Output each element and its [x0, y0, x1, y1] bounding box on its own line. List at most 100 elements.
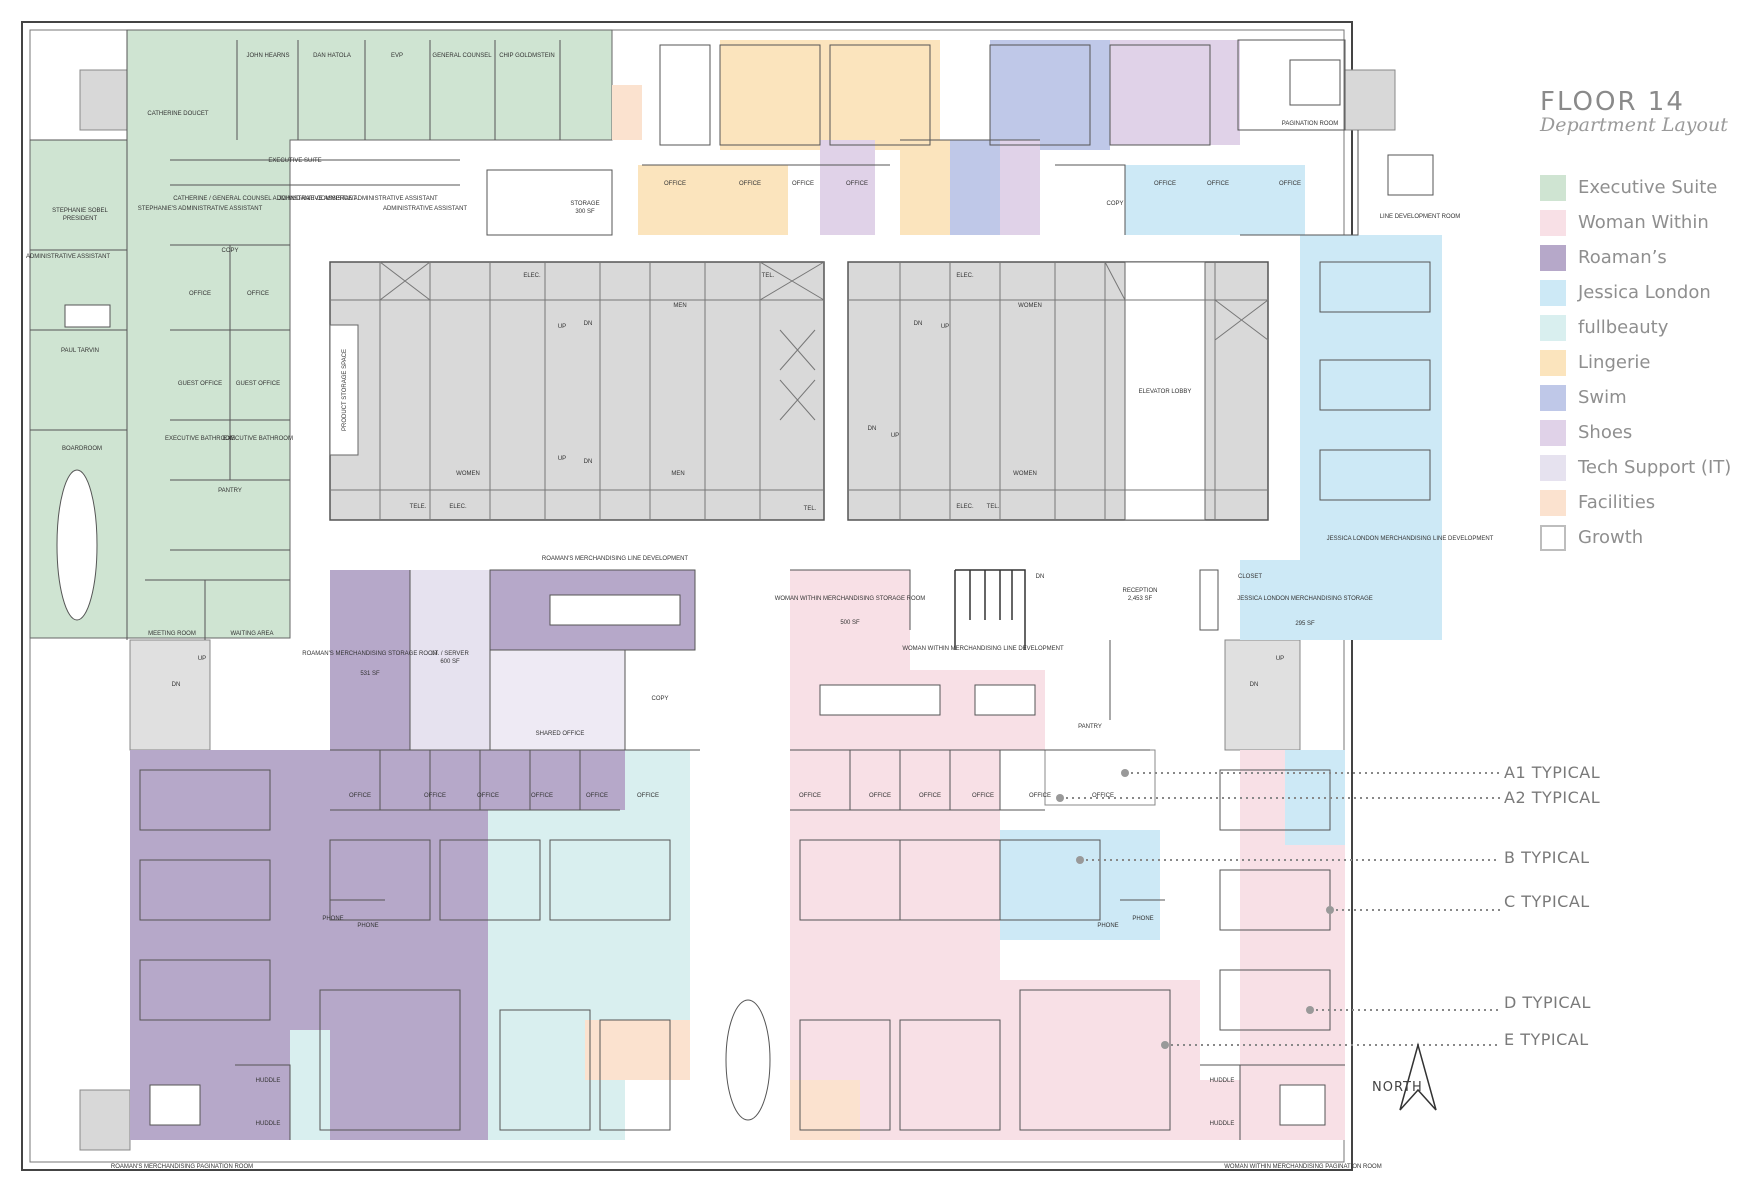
room-label-guest-office-a: GUEST OFFICE [178, 381, 222, 387]
room-label-chip: CHIP GOLDMSTEIN [499, 53, 555, 59]
room-label-paul: PAUL TARVIN [61, 348, 99, 354]
room-label-it-server-sf: 600 SF [440, 659, 460, 665]
corner-block [79, 69, 131, 131]
room-label-copy-mid: COPY [651, 696, 668, 702]
room-label-ww-storage-sf: 500 SF [840, 620, 860, 626]
legend-swatch [1540, 524, 1566, 551]
conference-table [549, 594, 681, 626]
legend-swatch [1540, 489, 1566, 516]
room-label-phone-1: PHONE [322, 916, 343, 922]
room-label-exec-suite: EXECUTIVE SUITE [268, 158, 321, 164]
room-label-president: PRESIDENT [63, 216, 98, 222]
room-label-boardroom: BOARDROOM [62, 446, 102, 452]
room-label-tel-1: TEL. [762, 273, 775, 279]
room-label-men-2: MEN [671, 471, 684, 477]
legend-item: Tech Support (IT) [1540, 450, 1760, 485]
room-label-phone-2: PHONE [357, 923, 378, 929]
room-label-ww-pagination: WOMAN WITHIN MERCHANDISING PAGINATION RO… [1224, 1164, 1381, 1170]
room-label-dn-s3: DN [1036, 574, 1045, 580]
room-label-reception: RECEPTION [1122, 588, 1157, 594]
corner-block [1344, 69, 1396, 131]
room-label-jl-storage: JESSICA LONDON MERCHANDISING STORAGE [1237, 596, 1373, 602]
legend-swatch [1540, 244, 1566, 271]
floor-plan: CATHERINE DOUCET EXECUTIVE SUITE JOHN HE… [21, 21, 1500, 1171]
room-label-tele-1: TELE. [410, 504, 427, 510]
room-label-john-admin: JOHN/DANIE-COMMERCE ADMINISTRATIVE ASSIS… [278, 196, 438, 202]
legend-label: Roaman’s [1578, 247, 1667, 268]
room-label-office-top-3: OFFICE [792, 181, 814, 187]
zone-swim [990, 40, 1110, 150]
room-label-jl-storage-sf: 295 SF [1295, 621, 1315, 627]
stair-core-sw [129, 639, 211, 751]
room-label-storage: STORAGE [570, 201, 599, 207]
room-label-office-top-2: OFFICE [739, 181, 761, 187]
reception-desk [1199, 569, 1219, 631]
legend-swatch [1540, 174, 1566, 201]
room-label-storage-sf: 300 SF [575, 209, 595, 215]
room-label-ww-line-dev: WOMAN WITHIN MERCHANDISING LINE DEVELOPM… [902, 646, 1064, 652]
zone-swim [950, 140, 1000, 235]
boardroom-table [56, 469, 98, 621]
legend-label: Swim [1578, 387, 1627, 408]
zone-facilities [612, 85, 642, 140]
legend-swatch [1540, 454, 1566, 481]
zone-jessica-london [1000, 830, 1160, 940]
stair-symbol [954, 569, 1026, 650]
legend-swatch [1540, 419, 1566, 446]
room-label-admin-assist: ADMINISTRATIVE ASSISTANT [383, 206, 467, 212]
legend-label: Executive Suite [1578, 177, 1718, 198]
room-walls [30, 30, 1359, 1140]
legend-label: fullbeauty [1578, 317, 1669, 338]
room-label-office-mid-5: OFFICE [586, 793, 608, 799]
room-label-exec-bath-2: EXECUTIVE BATHROOM [223, 436, 293, 442]
room-label-dn-4: DN [868, 426, 877, 432]
room-label-up-s2: UP [1276, 656, 1284, 662]
room-label-office-top-4: OFFICE [846, 181, 868, 187]
room-label-dn-s1: DN [172, 682, 181, 688]
zone-roamans [130, 570, 625, 1140]
legend-panel: FLOOR 14 Department Layout Executive Sui… [1540, 88, 1760, 555]
legend-label: Woman Within [1578, 212, 1709, 233]
legend-label: Shoes [1578, 422, 1633, 443]
legend-item: Executive Suite [1540, 170, 1760, 205]
legend-item: Growth [1540, 520, 1760, 555]
workstations [139, 44, 1431, 1131]
room-label-meeting-room: MEETING ROOM [148, 631, 196, 637]
room-label-huddle-2: HUDDLE [256, 1121, 281, 1127]
room-label-catherine: CATHERINE DOUCET [147, 111, 209, 117]
floor-title: FLOOR 14 [1540, 87, 1685, 117]
legend-item: Roaman’s [1540, 240, 1760, 275]
room-label-office-mid-10: OFFICE [972, 793, 994, 799]
room-label-elec-1: ELEC. [523, 273, 541, 279]
room-label-up-1: UP [558, 324, 566, 330]
legend-label: Lingerie [1578, 352, 1651, 373]
room-label-admin-assistant: ADMINISTRATIVE ASSISTANT [26, 254, 110, 260]
room-label-phone-4: PHONE [1132, 916, 1153, 922]
north-arrow-icon [1399, 1042, 1437, 1111]
room-label-office-b: OFFICE [247, 291, 269, 297]
room-label-huddle-4: HUDDLE [1210, 1121, 1235, 1127]
room-label-women-1: WOMEN [1018, 303, 1042, 309]
typical-label-a2: A2 TYPICAL [1504, 788, 1601, 807]
room-label-office-mid-2: OFFICE [424, 793, 446, 799]
typical-label-b: B TYPICAL [1504, 848, 1590, 867]
room-label-up-3: UP [941, 324, 949, 330]
room-label-pagination-room: PAGINATION ROOM [1282, 121, 1338, 127]
floor-subtitle: Department Layout [1540, 114, 1728, 136]
room-label-guest-office-b: GUEST OFFICE [236, 381, 280, 387]
lounge-table [725, 999, 771, 1121]
room-label-dn-1: DN [584, 321, 593, 327]
legend-swatch [1540, 209, 1566, 236]
zone-shoes [1000, 140, 1040, 235]
zone-shoes [1110, 40, 1240, 145]
legend-label: Jessica London [1578, 282, 1711, 303]
room-label-reception-sf: 2,453 SF [1128, 596, 1153, 602]
room-label-pantry-exec: PANTRY [218, 488, 242, 494]
room-label-office-mid-1: OFFICE [349, 793, 371, 799]
room-label-office-top-5: OFFICE [1154, 181, 1176, 187]
zone-facilities [585, 1020, 690, 1080]
elevator-lobby-area [1124, 261, 1206, 521]
room-label-copy-exec: COPY [221, 248, 238, 254]
room-label-waiting-area: WAITING AREA [230, 631, 273, 637]
